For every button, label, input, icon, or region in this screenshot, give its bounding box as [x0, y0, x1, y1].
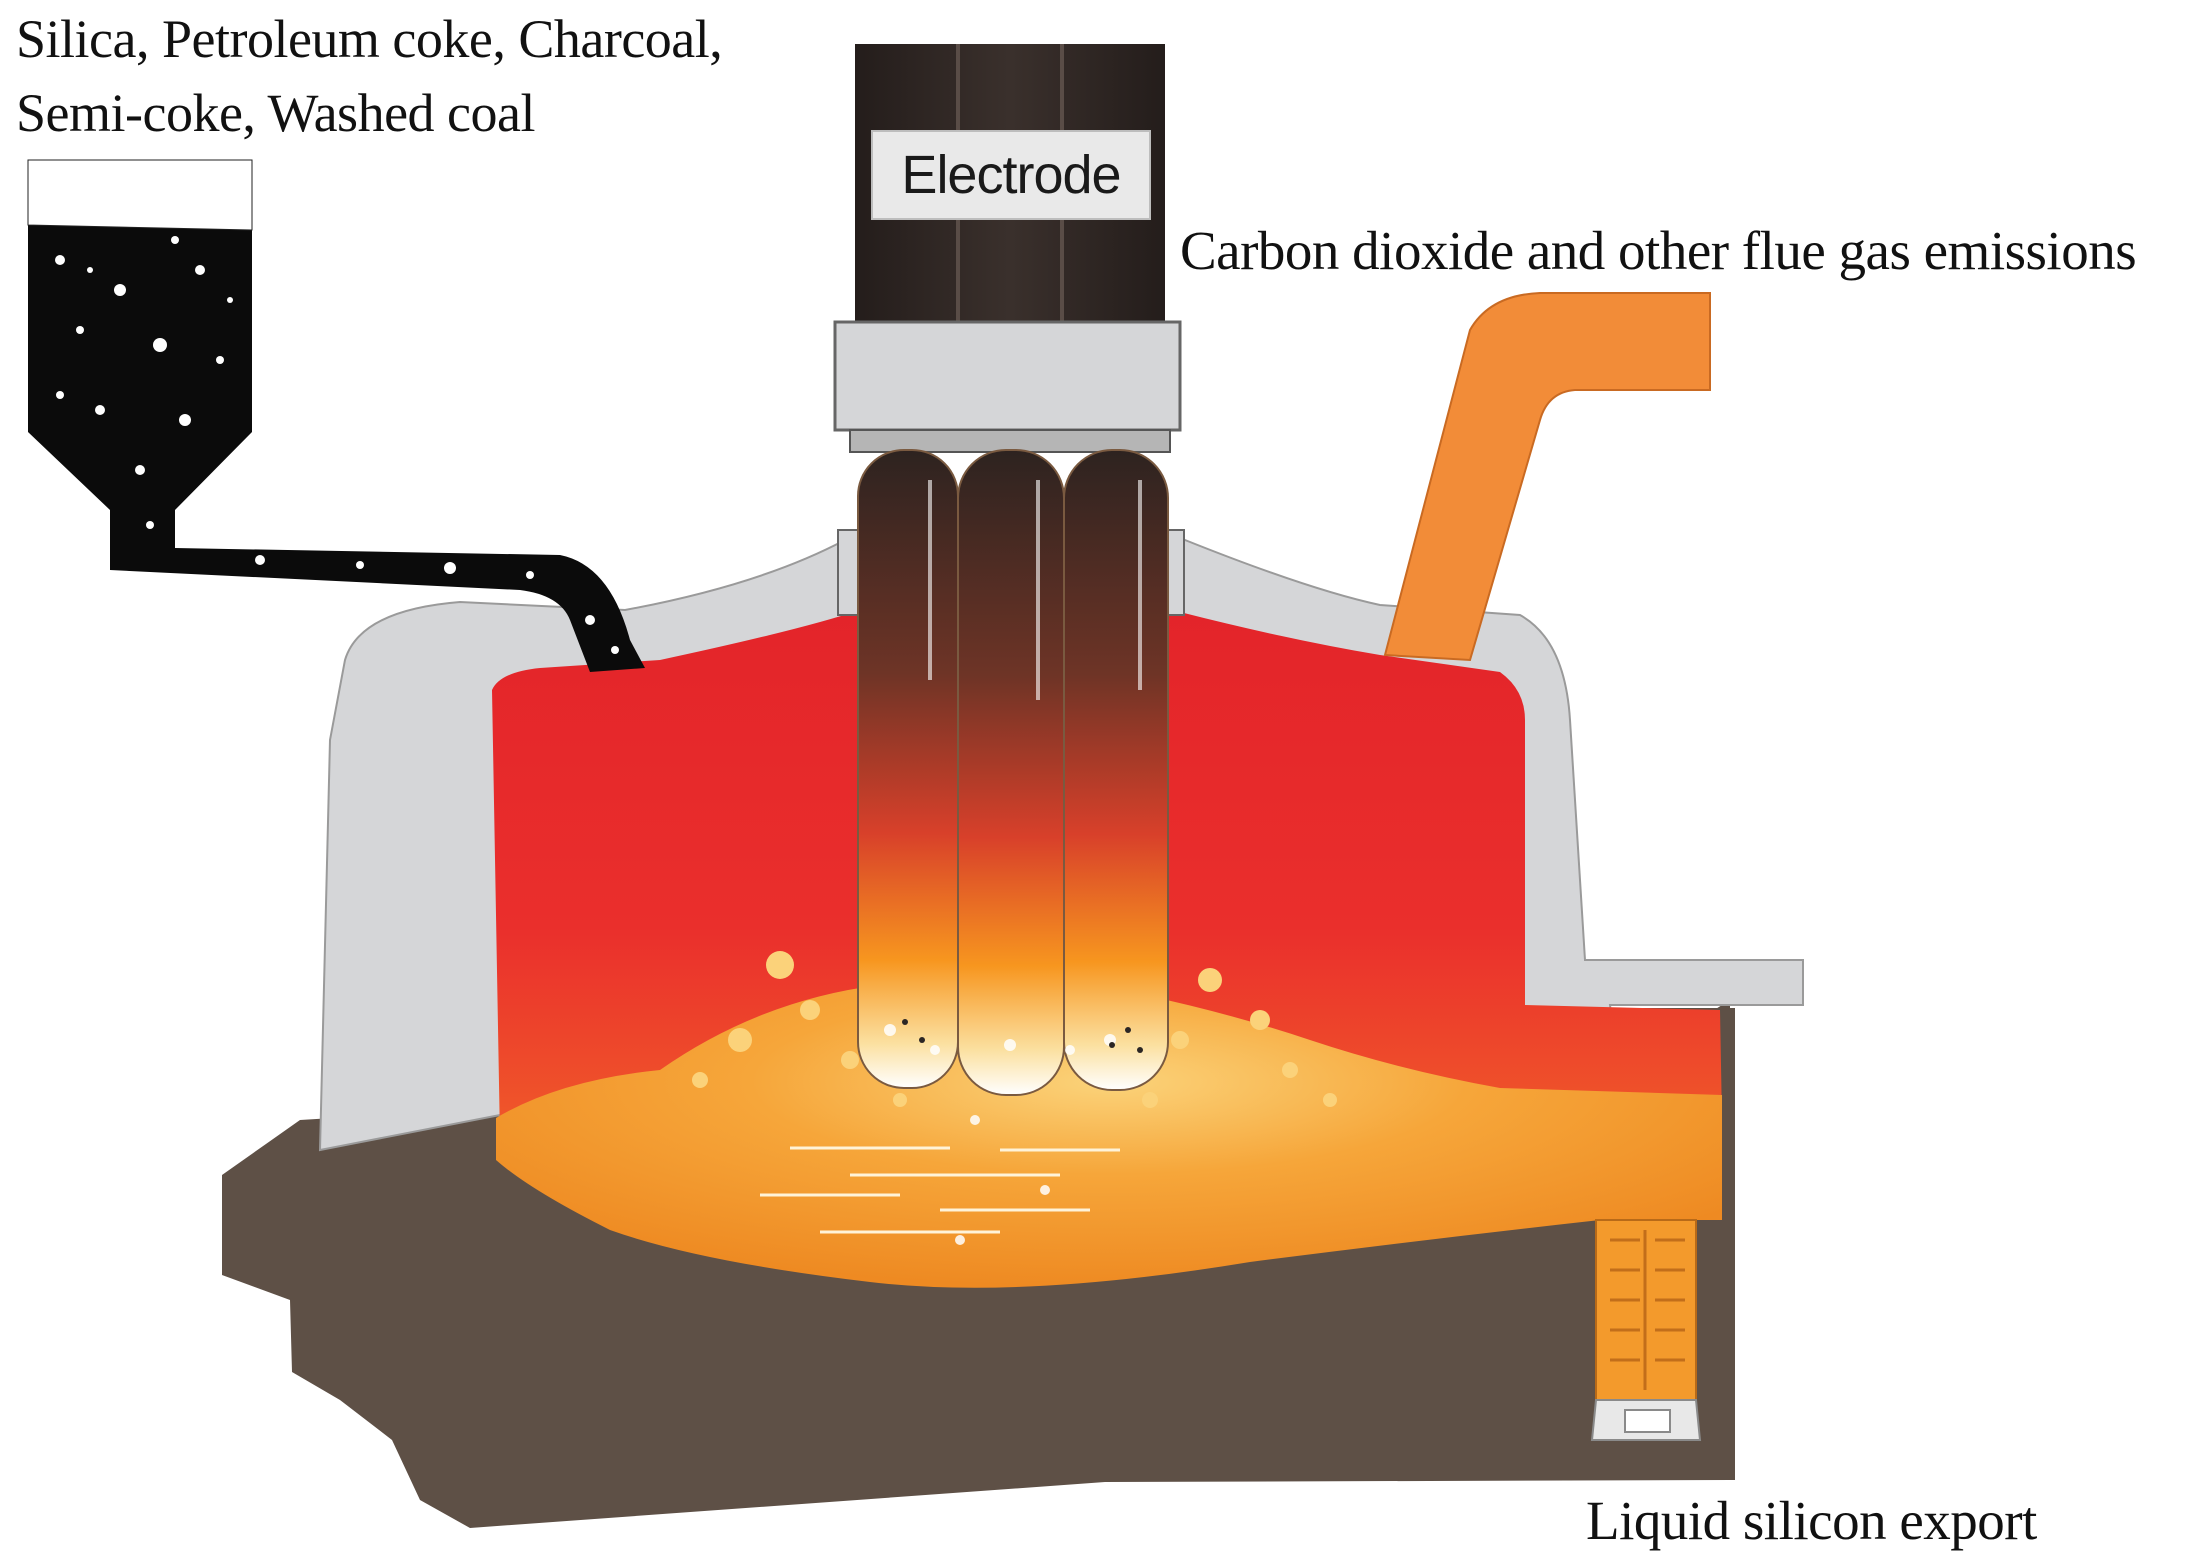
- silicon-outlet: [1590, 1219, 1702, 1441]
- flue-gas-label: Carbon dioxide and other flue gas emissi…: [1180, 220, 2137, 281]
- electrode-rod-2: [957, 449, 1065, 1096]
- electrode-rod-3: [1063, 449, 1169, 1091]
- molten-splashes: [692, 951, 1337, 1108]
- molten-streaks: [760, 1146, 1120, 1234]
- silicon-export-label: Liquid silicon export: [1586, 1490, 2037, 1551]
- flue-duct: [1383, 292, 1711, 662]
- electrode-rod-1: [857, 449, 959, 1089]
- feed-materials-line-2: Semi-coke, Washed coal: [16, 83, 535, 143]
- feed-hopper: [27, 159, 645, 672]
- electrode-rods: [857, 449, 1169, 1096]
- electrode-label: Electrode: [871, 130, 1151, 220]
- feed-materials-line-1: Silica, Petroleum coke, Charcoal,: [16, 9, 723, 69]
- electrode-assembly: [833, 44, 1185, 616]
- feed-materials-label: Silica, Petroleum coke, Charcoal, Semi-c…: [16, 2, 723, 150]
- molten-pool: [496, 971, 1722, 1288]
